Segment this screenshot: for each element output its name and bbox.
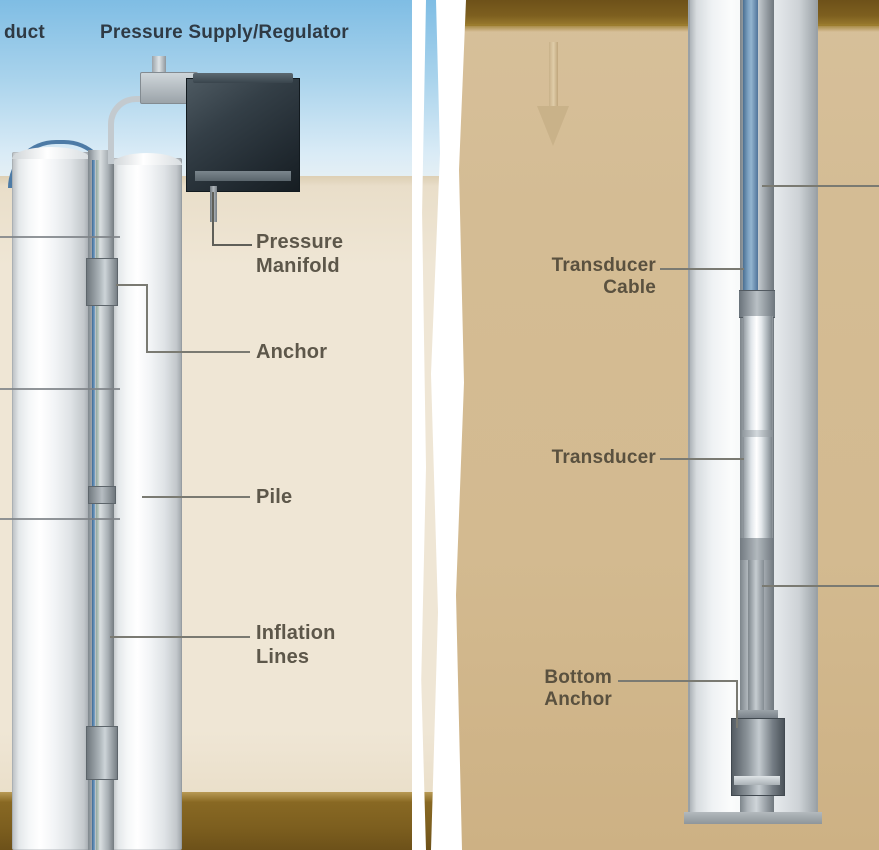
- leader-edge-lower: [762, 585, 879, 587]
- transducer-mid-band: [742, 430, 772, 437]
- arrow-head: [537, 106, 569, 146]
- anchor-lower: [86, 726, 118, 780]
- leader-pressure-manifold-h: [212, 244, 252, 246]
- anchor-mid-collar: [88, 486, 116, 504]
- inflation-line-primary: [92, 160, 95, 850]
- down-arrow-icon: [537, 42, 569, 146]
- leader-transducer-cable: [660, 268, 744, 270]
- left-panel: duct Pressure Supply/Regulator Pressure …: [0, 0, 440, 850]
- leader-bottom-anchor-h: [618, 680, 738, 682]
- leader-pressure-manifold-v: [212, 192, 214, 246]
- pile-left-front: [12, 152, 90, 850]
- pile-right-edge-left: [688, 0, 690, 816]
- pile-cap-front: [12, 147, 90, 159]
- leader-bottom-anchor-v: [736, 680, 738, 728]
- bottom-anchor-shoe: [734, 776, 780, 785]
- supply-tube: [108, 96, 162, 164]
- label-anchor: Anchor: [256, 341, 328, 363]
- pile-ruling-1: [0, 236, 120, 238]
- label-duct: duct: [4, 22, 45, 43]
- label-transducer: Transducer: [551, 447, 656, 468]
- leader-anchor-v: [146, 284, 148, 352]
- label-inflation-lines: Inflation Lines: [256, 622, 336, 668]
- anchor-upper: [86, 258, 118, 306]
- leader-edge-upper: [762, 185, 879, 187]
- leader-inflation-lines: [110, 636, 250, 638]
- pile-right-edge-right: [816, 0, 818, 816]
- leader-transducer: [660, 458, 744, 460]
- transducer-lower-rod: [748, 560, 764, 720]
- inflation-line-secondary: [96, 160, 99, 850]
- pile-ruling-3: [0, 518, 120, 520]
- transducer-body: [743, 316, 773, 538]
- right-panel: Transducer Cable Transducer Bottom Ancho…: [440, 0, 879, 850]
- label-transducer-cable: Transducer Cable: [551, 255, 656, 299]
- pressure-manifold-box: [186, 73, 300, 192]
- leader-anchor-h1: [116, 284, 148, 286]
- pile-right-base: [684, 812, 822, 824]
- leader-pile: [142, 496, 250, 498]
- pile-ruling-2: [0, 388, 120, 390]
- transducer-bottom-collar: [740, 538, 774, 560]
- pile-left-back: [112, 158, 182, 850]
- arrow-shaft: [549, 42, 558, 114]
- label-pressure-supply-regulator: Pressure Supply/Regulator: [100, 22, 349, 43]
- label-pile: Pile: [256, 486, 293, 508]
- transducer-top-collar: [739, 290, 775, 318]
- leader-anchor-h2: [146, 351, 250, 353]
- transducer-cable: [743, 0, 758, 296]
- label-bottom-anchor: Bottom Anchor: [544, 667, 612, 711]
- label-pressure-manifold: Pressure Manifold: [256, 231, 344, 277]
